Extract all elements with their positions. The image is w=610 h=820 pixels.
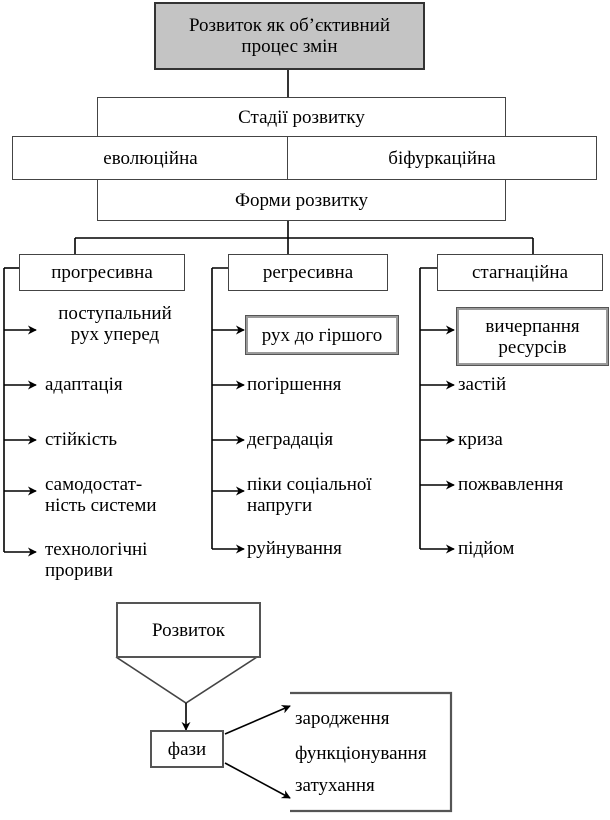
progressive-item-stability: стійкість bbox=[45, 429, 118, 450]
funnel-shape bbox=[115, 656, 258, 704]
stagnation-item-resource-depletion-box: вичерпання ресурсів bbox=[456, 307, 609, 366]
phase-item-emergence: зародження bbox=[295, 708, 390, 729]
evolution-label: еволюційна bbox=[103, 147, 198, 169]
arrow-phase-emergence bbox=[224, 705, 291, 735]
forms-title: Форми розвитку bbox=[234, 189, 369, 211]
stagnation-item-resource-depletion-label: вичерпання ресурсів bbox=[485, 315, 580, 358]
stages-title: Стадії розвитку bbox=[238, 106, 365, 128]
development-label: Розвиток bbox=[151, 619, 226, 641]
stagnation-item-revival: пожвавлення bbox=[458, 474, 564, 495]
regressive-item-deterioration: погіршення bbox=[247, 374, 342, 395]
phases-box: фази bbox=[150, 730, 224, 768]
arrow-phase-decline bbox=[224, 762, 291, 799]
bifurcation-box: біфуркаційна bbox=[287, 136, 597, 180]
regressive-item-worsening-label: рух до гіршого bbox=[261, 324, 383, 346]
regressive-item-worsening-box: рух до гіршого bbox=[245, 315, 399, 355]
phase-item-decline: затухання bbox=[295, 775, 375, 796]
stagnation-item-stagnation: застій bbox=[458, 374, 507, 395]
forms-box: Форми розвитку bbox=[97, 179, 506, 221]
progressive-item-forward-movement: поступальний рух уперед bbox=[58, 303, 172, 345]
development-objective-box: Розвиток як об’єктивний процес змін bbox=[154, 2, 425, 70]
stagnation-item-rise: підйом bbox=[458, 538, 515, 559]
stagnation-header: стагнаційна bbox=[437, 254, 603, 291]
development-objective-label: Розвиток як об’єктивний процес змін bbox=[188, 15, 391, 57]
progressive-header: прогресивна bbox=[19, 254, 185, 291]
phases-label: фази bbox=[167, 738, 207, 760]
regressive-item-destruction: руйнування bbox=[247, 538, 342, 559]
progressive-item-self-sufficiency: самодостат- ність системи bbox=[45, 474, 157, 516]
development-box: Розвиток bbox=[116, 602, 261, 658]
progressive-item-adaptation: адаптація bbox=[45, 374, 123, 395]
regressive-title: регресивна bbox=[262, 262, 354, 283]
phases-bracket bbox=[290, 691, 453, 813]
stagnation-item-crisis: криза bbox=[458, 429, 503, 450]
progressive-item-tech-breakthroughs: технологічні прориви bbox=[45, 539, 148, 581]
regressive-item-social-tension: піки соціальної напруги bbox=[247, 474, 372, 516]
progressive-title: прогресивна bbox=[51, 262, 153, 283]
regressive-header: регресивна bbox=[228, 254, 388, 291]
regressive-item-degradation: деградація bbox=[247, 429, 334, 450]
evolution-box: еволюційна bbox=[12, 136, 289, 180]
phase-item-functioning: функціонування bbox=[295, 743, 427, 764]
bifurcation-label: біфуркаційна bbox=[388, 147, 496, 169]
stagnation-title: стагнаційна bbox=[471, 262, 568, 283]
stages-box: Стадії розвитку bbox=[97, 97, 506, 137]
